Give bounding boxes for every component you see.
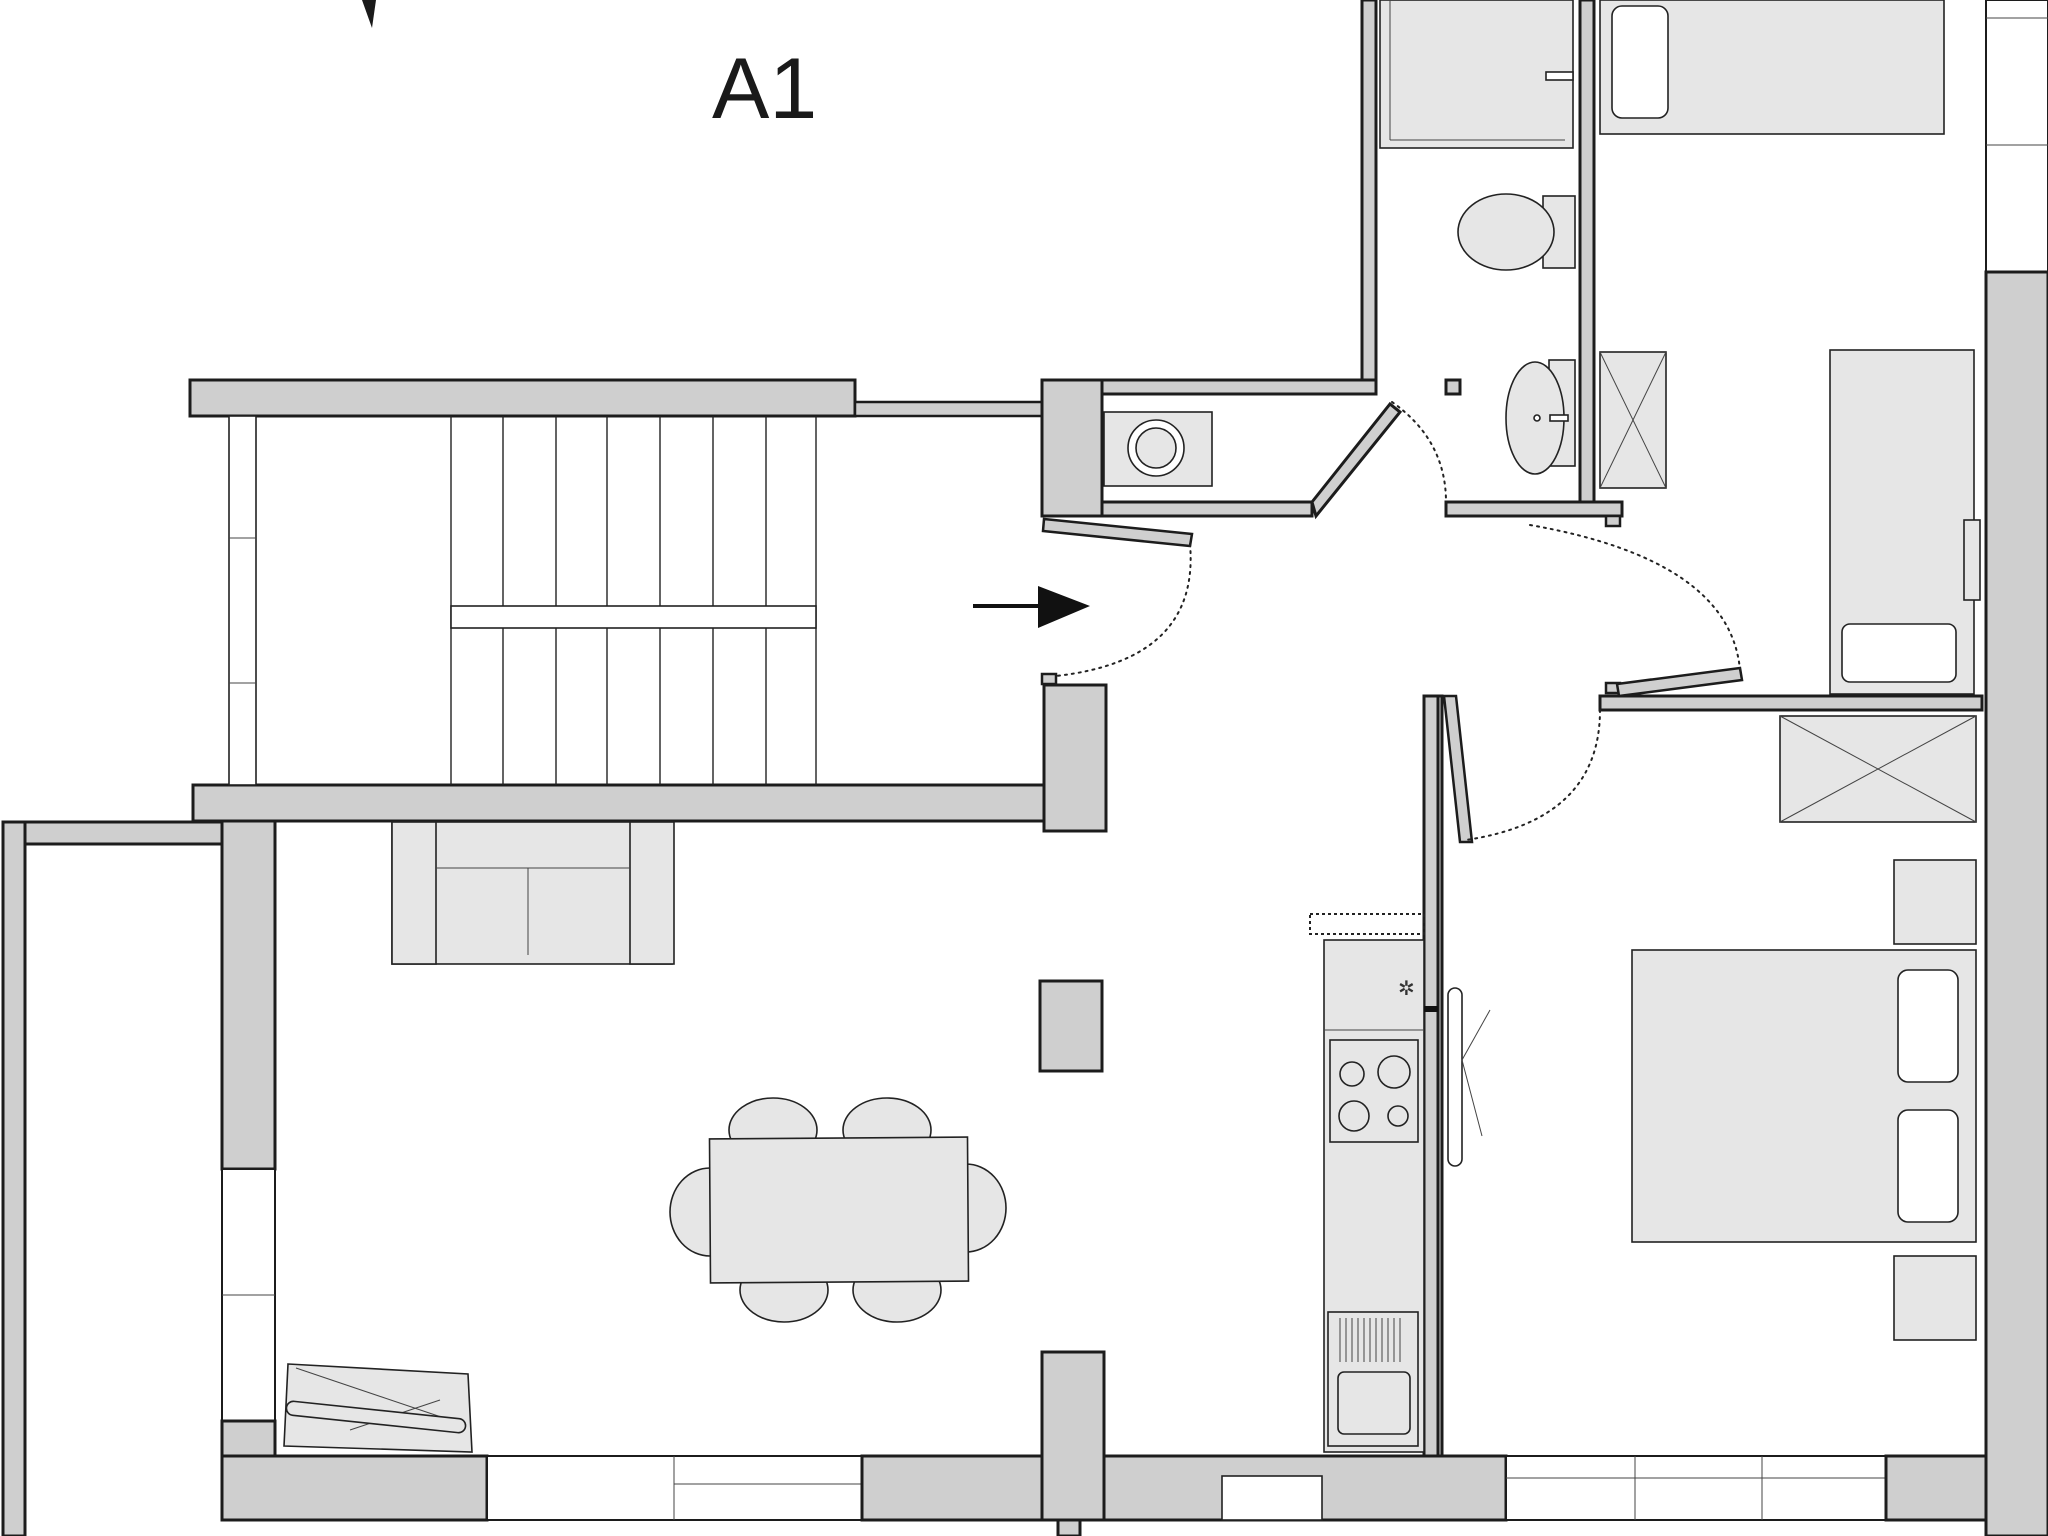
wall-bedroom-divider xyxy=(1598,694,1984,712)
desk-north xyxy=(1829,349,1981,695)
wall-bath-west xyxy=(1360,0,1378,396)
north-arrow-icon xyxy=(362,0,376,28)
entrance-wall-block xyxy=(1042,683,1108,833)
staircase xyxy=(188,378,1047,823)
bedroom-south-door-leaf xyxy=(1442,694,1474,844)
extractor-fan-icon: ✲ xyxy=(1398,978,1415,1000)
pillar-center xyxy=(1038,979,1104,1073)
wall-bath-door-stub xyxy=(1444,378,1462,396)
wall-bath-east xyxy=(1578,0,1596,504)
vent-south xyxy=(1221,1475,1323,1521)
toilet xyxy=(1457,193,1576,271)
apartment-label: A1 xyxy=(712,41,817,137)
wall-closet-bottom xyxy=(1100,500,1314,518)
wall-bath-top-horizontal xyxy=(1100,378,1378,396)
wall-angled xyxy=(1310,401,1403,520)
extractor-hood xyxy=(1309,913,1425,935)
wall-east xyxy=(1984,270,2048,1536)
balcony-wall-vertical xyxy=(1,820,27,1536)
wall-south-stub xyxy=(1056,1518,1082,1536)
wall-bath-bottom xyxy=(1444,500,1624,518)
balcony-wall-horizontal xyxy=(23,820,224,846)
stair-wall-bottom xyxy=(191,783,1047,823)
bed-south xyxy=(1631,949,1977,1243)
shower-tray xyxy=(1379,0,1574,149)
wall-south-1 xyxy=(220,1454,489,1522)
wall-closet-pillar xyxy=(1040,378,1104,518)
entrance-arrow-icon xyxy=(973,586,1090,628)
wall-south-2 xyxy=(860,1454,1044,1522)
stair-steps xyxy=(450,416,817,785)
window-east xyxy=(1985,0,2048,273)
nightstand-bottom xyxy=(1893,1255,1977,1341)
window-south-2 xyxy=(1505,1455,1887,1521)
pillar-south xyxy=(1040,1350,1106,1522)
kitchen-partition xyxy=(1422,694,1440,1458)
bathroom-sink xyxy=(1505,359,1576,475)
bed-north-pillow xyxy=(1611,5,1669,119)
entrance-door-swing xyxy=(1055,543,1192,677)
stair-handrail xyxy=(228,415,257,786)
bedroom-south-door-swing xyxy=(1465,709,1601,841)
wall-south-4 xyxy=(1884,1454,1988,1522)
bathroom-door-swing xyxy=(1391,401,1447,503)
wall-west-upper xyxy=(220,819,277,1171)
stair-wall-top xyxy=(188,378,857,418)
kitchen-counter: ✲ xyxy=(1323,939,1425,1453)
entrance-door-stop xyxy=(1040,672,1058,686)
sliding-door xyxy=(1447,987,1491,1167)
bedroom-north-door-swing xyxy=(1529,524,1741,671)
entrance-door-leaf xyxy=(1041,517,1194,548)
dining-table-set xyxy=(669,1097,1007,1323)
door-stop-bath xyxy=(1604,514,1622,528)
wall-kitchen-stub xyxy=(1424,1006,1438,1012)
sofa xyxy=(391,821,675,965)
nightstand-top xyxy=(1893,859,1977,945)
bedroom-north-door-leaf xyxy=(1615,666,1744,698)
armchair xyxy=(283,1363,473,1453)
stair-wall-thin-top xyxy=(853,400,1044,418)
